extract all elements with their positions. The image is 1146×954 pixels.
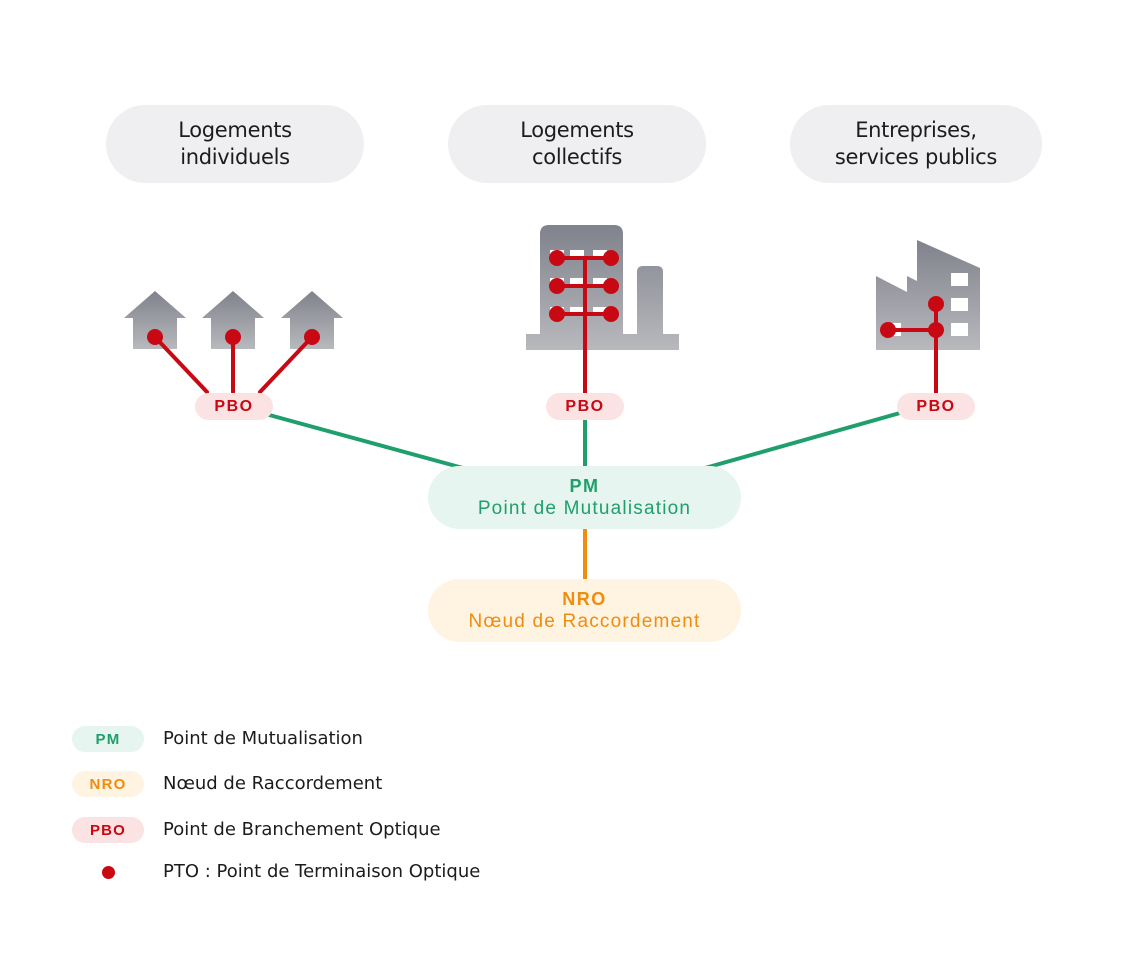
pm-name: Point de Mutualisation bbox=[477, 497, 692, 519]
pm-node: PM Point de Mutualisation bbox=[428, 466, 741, 529]
nro-node: NRO Nœud de Raccordement bbox=[428, 579, 741, 642]
pm-to-pbo-links bbox=[261, 411, 901, 470]
legend-label: Point de Branchement Optique bbox=[163, 819, 441, 840]
legend-label: Point de Mutualisation bbox=[163, 728, 363, 749]
category-line2: collectifs bbox=[532, 145, 622, 169]
pm-abbr: PM bbox=[569, 475, 600, 496]
nro-name: Nœud de Raccordement bbox=[468, 610, 701, 632]
pto-dots bbox=[147, 250, 944, 345]
pbo-badge-business: PBO bbox=[897, 393, 975, 420]
legend-item-pbo: PBO Point de Branchement Optique bbox=[72, 816, 441, 844]
category-line1: Logements bbox=[178, 118, 292, 142]
legend-item-nro: NRO Nœud de Raccordement bbox=[72, 770, 382, 798]
legend-badge-pbo: PBO bbox=[72, 817, 144, 843]
category-line2: services publics bbox=[834, 145, 998, 169]
house-icon bbox=[124, 291, 343, 349]
pto-dot-icon-wrap bbox=[72, 859, 144, 885]
category-line1: Logements bbox=[520, 118, 634, 142]
category-individual-housing: Logements individuels bbox=[106, 105, 364, 183]
legend-badge-nro: NRO bbox=[72, 771, 144, 797]
pbo-badge-individual: PBO bbox=[195, 393, 273, 420]
pto-dot-icon bbox=[101, 865, 115, 879]
category-line2: individuels bbox=[180, 145, 290, 169]
category-businesses-public-services: Entreprises, services publics bbox=[790, 105, 1042, 183]
legend-label: PTO : Point de Terminaison Optique bbox=[163, 861, 481, 882]
legend-label: Nœud de Raccordement bbox=[163, 773, 383, 794]
factory-icon bbox=[876, 240, 980, 350]
category-line1: Entreprises, bbox=[855, 118, 977, 142]
legend-item-pm: PM Point de Mutualisation bbox=[72, 725, 363, 753]
legend-badge-pm: PM bbox=[72, 726, 144, 752]
category-collective-housing: Logements collectifs bbox=[448, 105, 706, 183]
pbo-badge-collective: PBO bbox=[546, 393, 624, 420]
legend-item-pto: PTO : Point de Terminaison Optique bbox=[72, 858, 480, 886]
nro-abbr: NRO bbox=[562, 588, 607, 609]
